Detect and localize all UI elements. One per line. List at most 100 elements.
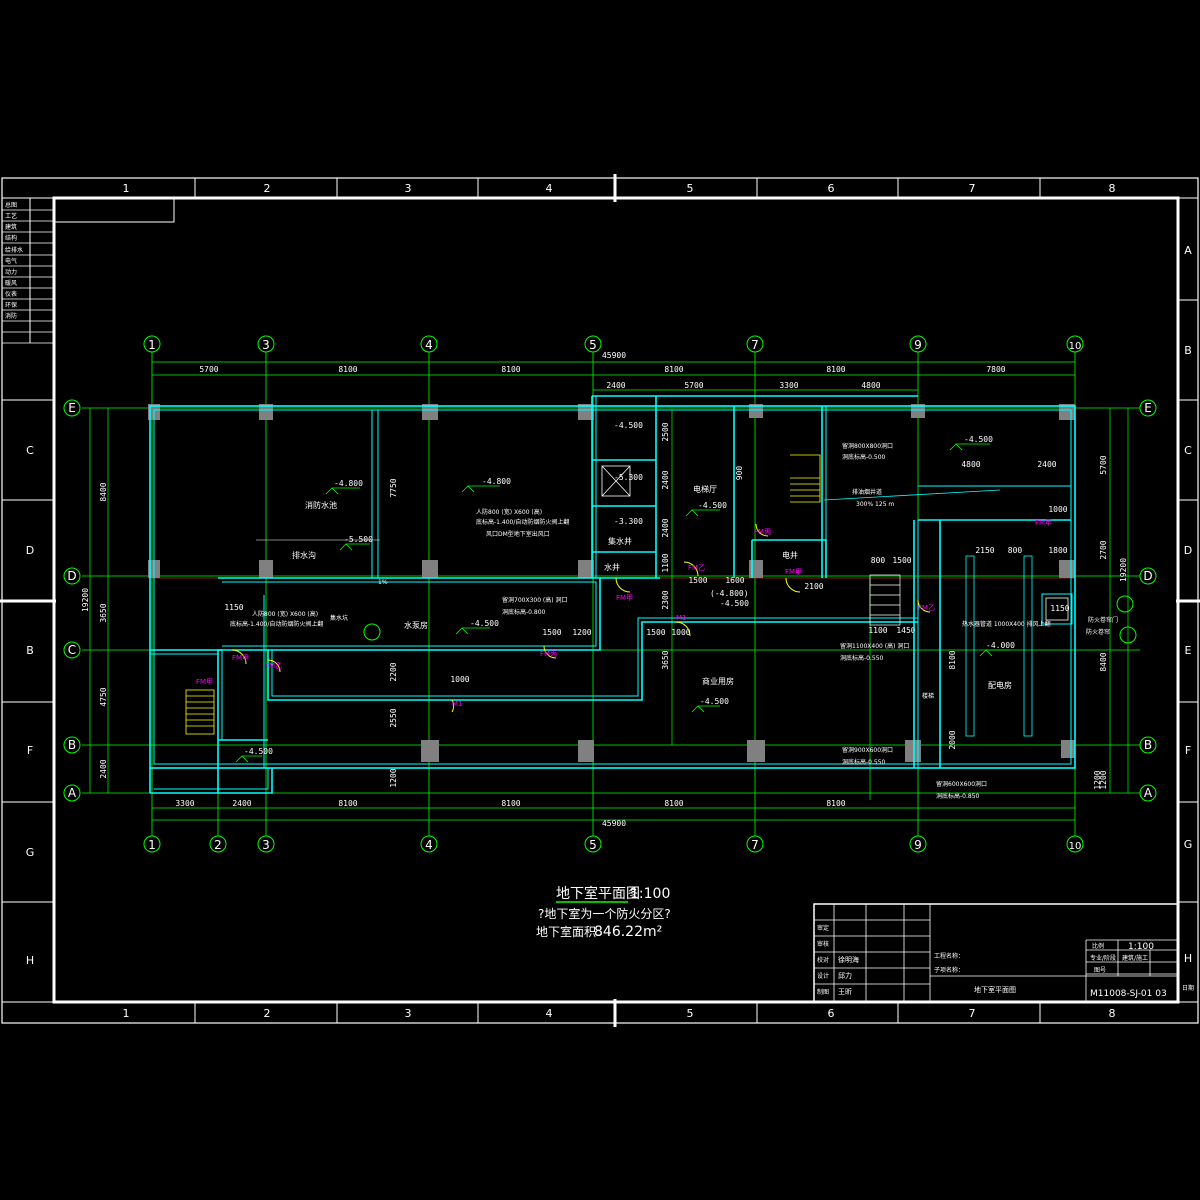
dim-inner-2400c: 2400 — [1037, 460, 1056, 469]
note-5: 洞底标高-0.800 — [502, 608, 546, 616]
axis-bottom-3: 3 — [262, 838, 270, 852]
axis-top-5: 5 — [589, 338, 597, 352]
axis-top-9: 9 — [914, 338, 922, 352]
note-14: 留洞600X600洞口 — [936, 780, 987, 788]
axis-bottom-5: 5 — [589, 838, 597, 852]
dimension-text: 45900 5700 8100 8100 8100 8100 7800 2400… — [81, 351, 1128, 828]
dim-right-overall: 19200 — [1119, 558, 1128, 582]
dim-inner-1800: 1800 — [1048, 546, 1067, 555]
axis-bubble-labels: 1 3 4 5 7 9 10 1 2 3 4 5 7 9 10 E D C B … — [67, 338, 1153, 852]
tb-stage-label: 专业/阶段 — [1090, 954, 1116, 962]
title-note-1: ?地下室为一个防火分区? — [538, 906, 671, 921]
dim-inner-1200b: 1200 — [572, 628, 591, 637]
zone-top-1: 1 — [123, 182, 130, 195]
axis-left-C: C — [68, 643, 76, 657]
room-water-pump: 水泵房 — [404, 620, 428, 630]
zone-top-4: 4 — [546, 182, 553, 195]
tb-name-4: 邱力 — [838, 971, 852, 980]
dim-right-4: 1200 — [1099, 770, 1108, 789]
level-dist: -4.000 — [986, 641, 1015, 650]
tb-name-5: 王昕 — [838, 987, 852, 996]
door-label-3: FM丙 — [540, 650, 557, 658]
zone-left-G: G — [26, 846, 35, 859]
dim-top-4: 8100 — [664, 365, 683, 374]
dim-left-1: 8400 — [99, 482, 108, 501]
discipline-6: 电气 — [5, 257, 17, 265]
level-shop: -4.500 — [700, 697, 729, 706]
door-label-11: M1 — [676, 614, 687, 622]
dim-inner-4800: 4800 — [961, 460, 980, 469]
dim-sub-1: 2400 — [606, 381, 625, 390]
dim-top-2: 8100 — [338, 365, 357, 374]
level-ne: -4.500 — [964, 435, 993, 444]
tb-scale-value: 1:100 — [1128, 942, 1154, 952]
zone-right-G: G — [1184, 838, 1193, 851]
note-2: 底标高-1.400/自动防烟防火阀上翻 — [476, 518, 569, 526]
tb-scale-label: 比例 — [1092, 942, 1104, 950]
zone-bottom-8: 8 — [1109, 1007, 1116, 1020]
zone-bottom-5: 5 — [687, 1007, 694, 1020]
zone-top-5: 5 — [687, 182, 694, 195]
axis-bubbles — [63, 335, 1157, 853]
note-4: 留洞700X300 (高) 洞口 — [502, 596, 568, 604]
dim-left-overall: 19200 — [81, 588, 90, 612]
row-zone-labels-left: C D B F G H — [26, 444, 35, 967]
room-elec-shaft: 电井 — [782, 550, 798, 560]
dim-bottom-overall: 45900 — [602, 819, 626, 828]
note-3: 风口DM型地下室出风口 — [486, 530, 550, 538]
level-shaft-3: -3.300 — [614, 517, 643, 526]
note-9: 300% 125 m — [856, 501, 894, 508]
zone-bottom-2: 2 — [264, 1007, 271, 1020]
axis-bottom-4: 4 — [425, 838, 433, 852]
dim-inner-1150a: 1150 — [224, 603, 243, 612]
room-shop: 商业用房 — [702, 676, 734, 686]
dim-bottom-5: 8100 — [664, 799, 683, 808]
zone-top-8: 8 — [1109, 182, 1116, 195]
dim-inner-900: 2100 — [804, 582, 823, 591]
door-label-4: M1 — [452, 700, 463, 708]
drawing-title: 地下室平面图 1:100 ?地下室为一个防火分区? 地下室面积: 846.22m… — [536, 885, 671, 940]
annotation-notes: 人防800 (宽) X600 (高) 底标高-1.400/自动防烟防火阀上翻 风… — [230, 442, 1118, 800]
note-17: 底标高-1.400/自动防烟防火阀上翻 — [230, 620, 323, 628]
level-corridor: (-4.800) — [710, 589, 749, 598]
dim-inner-1500b: 1500 — [542, 628, 561, 637]
dim-bottom-1: 3300 — [175, 799, 194, 808]
note-23: 1% — [378, 579, 388, 586]
column-zone-labels-bottom: 1 2 3 4 5 6 7 8 — [123, 1007, 1116, 1020]
note-13: 洞底标高-0.550 — [842, 758, 886, 766]
zone-left-H: H — [26, 954, 34, 967]
dim-inner-1100: 1100 — [661, 553, 670, 572]
structural-columns — [148, 404, 1075, 762]
column-zone-markers — [0, 174, 1200, 1027]
dim-inner-1200: 1200 — [389, 768, 398, 787]
dim-bottom-2: 2400 — [232, 799, 251, 808]
tb-subproject-label: 子项名称： — [934, 966, 964, 974]
axis-grid-lines — [82, 352, 1140, 836]
note-1: 人防800 (宽) X600 (高) — [476, 508, 542, 516]
dim-inner-2100: 1600 — [725, 576, 744, 585]
note-15: 洞底标高-0.850 — [936, 792, 980, 800]
axis-left-E: E — [68, 401, 76, 415]
zone-left-D: D — [26, 544, 34, 557]
zone-right-D: D — [1184, 544, 1192, 557]
room-distribution: 配电房 — [988, 680, 1012, 690]
dim-inner-1500a: 1500 — [646, 628, 665, 637]
dim-inner-6800: 900 — [735, 466, 744, 481]
dim-bottom-3: 8100 — [338, 799, 357, 808]
note-20: 防火卷帘门 — [1088, 616, 1118, 624]
axis-right-E: E — [1144, 401, 1152, 415]
axis-top-3: 3 — [262, 338, 270, 352]
tb-sheet-title: 地下室平面图 — [974, 985, 1016, 994]
title-note-2-value: 846.22m² — [594, 924, 662, 940]
axis-bottom-9: 9 — [914, 838, 922, 852]
level-center-north: -4.800 — [482, 477, 511, 486]
level-stair: -4.500 — [244, 747, 273, 756]
level-texts: -4.800 -4.800 -5.500 -4.500 -4.500 -4.50… — [244, 421, 1015, 756]
dim-left-3: 4750 — [99, 687, 108, 706]
dim-top-6: 7800 — [986, 365, 1005, 374]
discipline-10: 环保 — [5, 301, 17, 309]
dim-inner-800b: 800 — [1008, 546, 1023, 555]
dim-inner-1500c: 1500 — [892, 556, 911, 565]
tb-stage-value: 建筑/施工 — [1122, 954, 1148, 962]
